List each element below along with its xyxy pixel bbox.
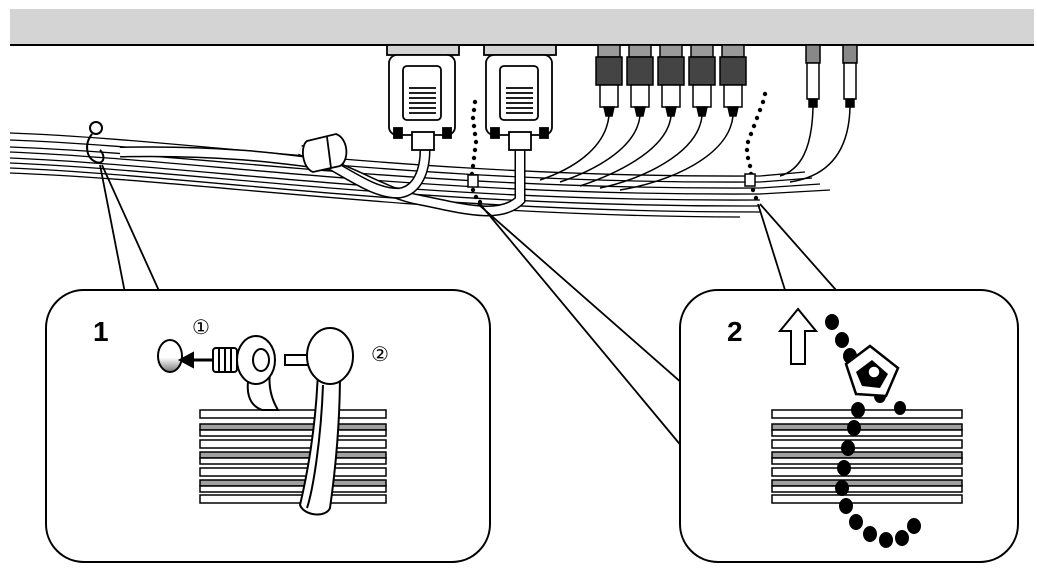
bnc-connector bbox=[626, 44, 654, 117]
rear-panel-rail bbox=[10, 9, 1034, 46]
bead-tie-1 bbox=[467, 99, 483, 205]
step-1-number: 1 bbox=[93, 316, 109, 347]
bnc-connectors bbox=[595, 44, 747, 117]
clamp-head bbox=[306, 327, 354, 385]
ferrite-core bbox=[302, 133, 348, 173]
callout-lines bbox=[99, 164, 837, 449]
bead-tie-2 bbox=[744, 91, 768, 201]
bnc-connector bbox=[595, 44, 623, 117]
bnc-connector bbox=[688, 44, 716, 117]
cable-strips-1 bbox=[199, 409, 387, 504]
bead-tie-large bbox=[825, 314, 921, 548]
bnc-connector bbox=[657, 44, 685, 117]
step-2-number: 2 bbox=[727, 316, 743, 347]
mini-connectors bbox=[779, 44, 858, 183]
pull-arrow-icon bbox=[177, 351, 213, 369]
cable-bundle bbox=[9, 132, 831, 218]
pin-cap bbox=[157, 339, 183, 373]
dsub-connector-1 bbox=[386, 44, 460, 151]
cable-strips-2 bbox=[771, 409, 963, 504]
up-arrow-icon bbox=[777, 307, 819, 365]
step-2-panel: 2 bbox=[679, 289, 1019, 563]
clamp-strap bbox=[246, 368, 342, 516]
dsub-connector-2 bbox=[483, 44, 557, 151]
bnc-connector bbox=[719, 44, 747, 117]
bnc-cables bbox=[539, 115, 734, 191]
step-1-panel: 1 ① ② bbox=[45, 289, 491, 563]
bead-tie-buckle bbox=[844, 344, 900, 398]
marker-1: ① bbox=[192, 315, 210, 339]
push-pin bbox=[157, 327, 354, 385]
cable-clamp-hook bbox=[86, 121, 105, 164]
marker-2: ② bbox=[371, 342, 389, 366]
